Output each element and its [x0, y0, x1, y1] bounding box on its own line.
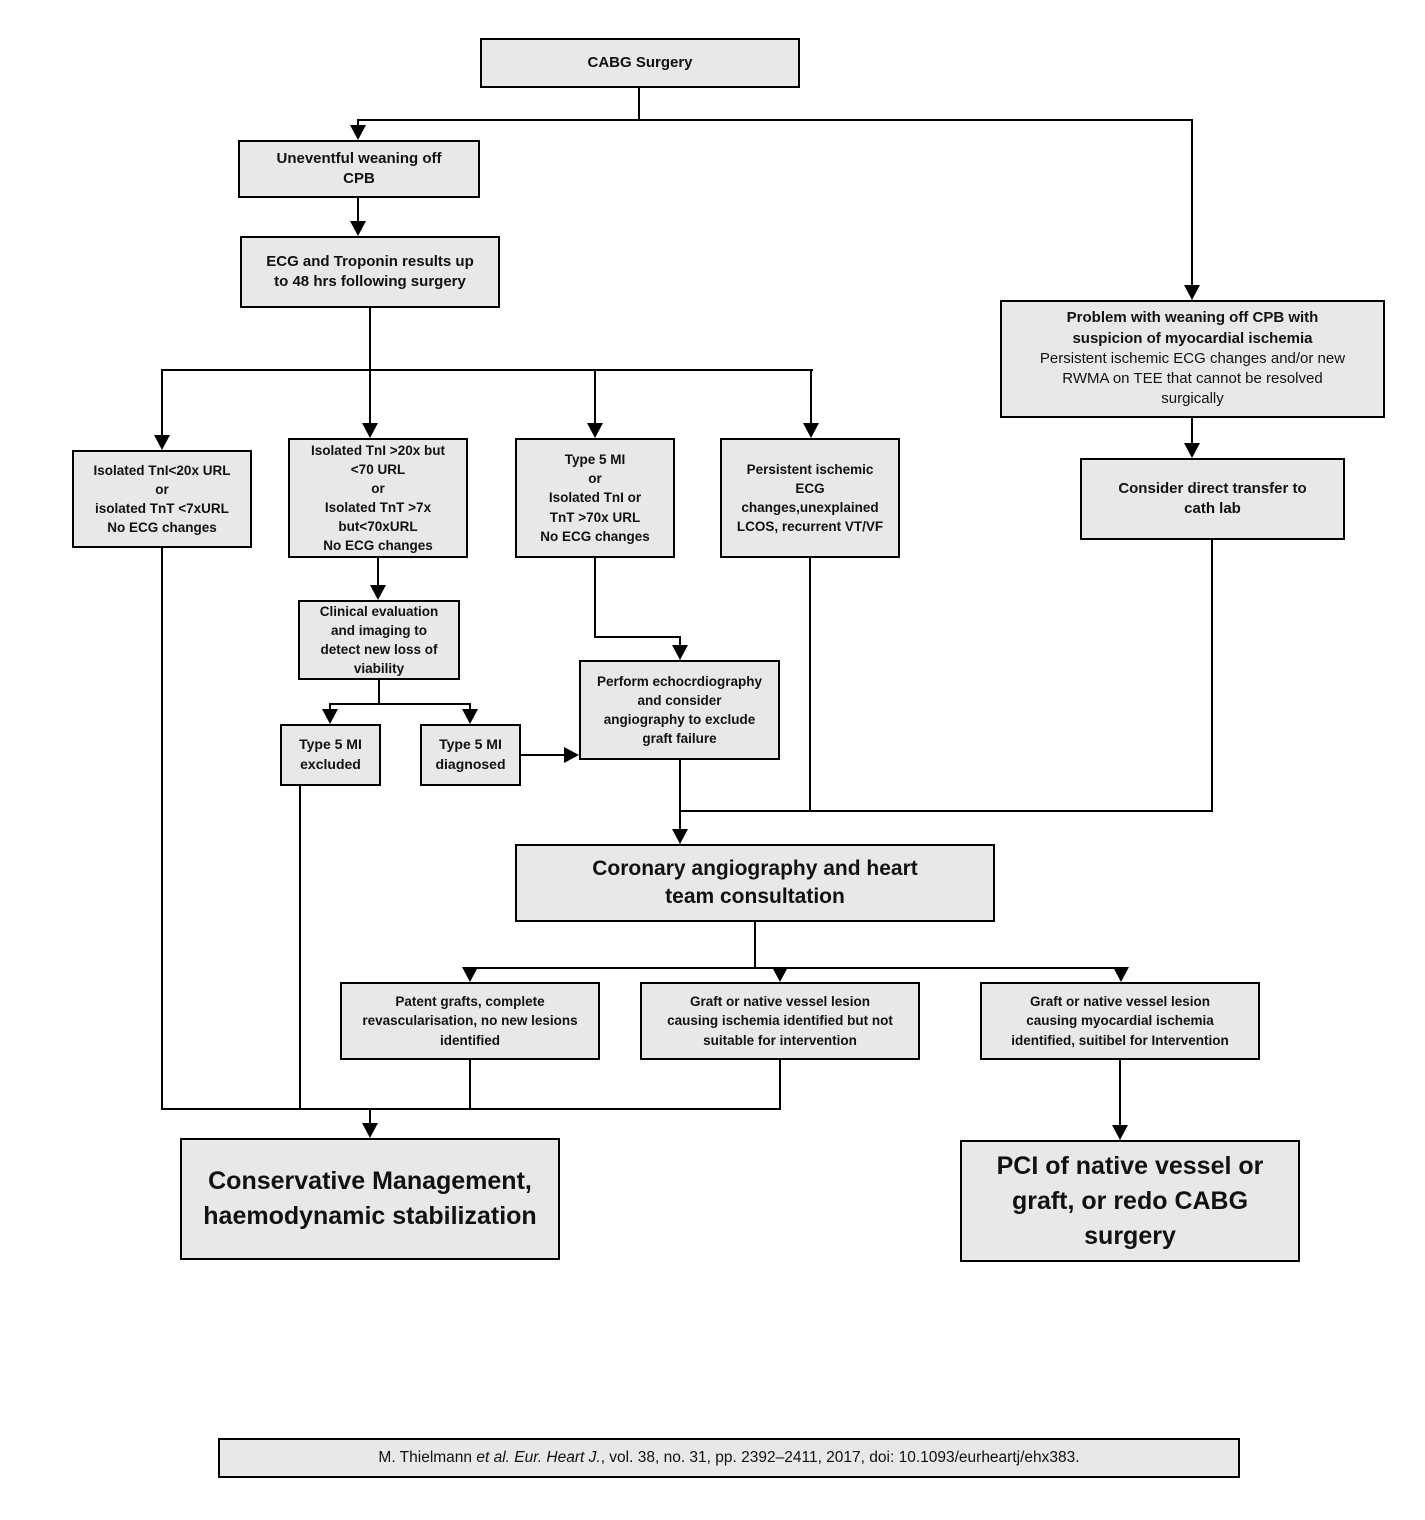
node-problem-weaning-cpb: Problem with weaning off CPB with suspic…	[1000, 300, 1385, 418]
arrowhead-uneventful	[350, 125, 366, 140]
arrowhead-persistent	[803, 423, 819, 438]
connector-cathlab-down	[1211, 540, 1213, 812]
connector-coronary-down	[754, 922, 756, 969]
arrowhead-suitable	[1113, 967, 1129, 982]
arrowhead-coronary	[672, 829, 688, 844]
node-pci-redo-cabg: PCI of native vessel or graft, or redo C…	[960, 1140, 1300, 1262]
connector-tnlow-long-down	[161, 548, 163, 1110]
connector-drop-diagnosed	[469, 703, 471, 711]
arrowhead-clinical	[370, 585, 386, 600]
arrowhead-cathlab	[1184, 443, 1200, 458]
arrowhead-tnmid	[362, 423, 378, 438]
connector-branch-rail	[161, 369, 813, 371]
node-perform-echocardiography: Perform echocrdiography and consider ang…	[579, 660, 780, 760]
connector-top-rail	[357, 119, 1193, 121]
connector-drop-problem	[1191, 119, 1193, 287]
connector-drop-uneventful	[357, 119, 359, 127]
citation-post: , vol. 38, no. 31, pp. 2392–2411, 2017, …	[600, 1449, 1080, 1466]
connector-drop-persistent	[810, 369, 812, 424]
connector-drop-tnhigh	[594, 369, 596, 424]
node-type5mi-excluded: Type 5 MI excluded	[280, 724, 381, 786]
connector-drop-tnmid	[369, 369, 371, 424]
connector-conservative-drop	[369, 1108, 371, 1124]
node-uneventful-weaning-cpb: Uneventful weaning off CPB	[238, 140, 480, 198]
connector-cabg-down	[638, 88, 640, 121]
connector-problem-down	[1191, 418, 1193, 445]
node-clinical-evaluation: Clinical evaluation and imaging to detec…	[298, 600, 460, 680]
arrowhead-pci	[1112, 1125, 1128, 1140]
connector-not-suitable-down	[779, 1060, 781, 1110]
arrowhead-diagnosed	[462, 709, 478, 724]
arrowhead-conservative	[362, 1123, 378, 1138]
node-coronary-angiography-heart-team: Coronary angiography and heart team cons…	[515, 844, 995, 922]
citation-bar: M. Thielmann et al. Eur. Heart J., vol. …	[218, 1438, 1240, 1478]
connector-suitable-down	[1119, 1060, 1121, 1125]
arrowhead-excluded	[322, 709, 338, 724]
connector-patent-down	[469, 1060, 471, 1110]
node-conservative-management: Conservative Management, haemodynamic st…	[180, 1138, 560, 1260]
node-lesion-suitable: Graft or native vessel lesion causing my…	[980, 982, 1260, 1060]
node-type5mi-or-tn-high: Type 5 MI or Isolated TnI or TnT >70x UR…	[515, 438, 675, 558]
arrowhead-echo-top	[672, 645, 688, 660]
connector-diagnosed-right	[521, 754, 565, 756]
connector-clinical-down	[378, 680, 380, 705]
node-patent-grafts: Patent grafts, complete revascularisatio…	[340, 982, 600, 1060]
arrowhead-tnhigh	[587, 423, 603, 438]
arrowhead-echo-left	[564, 747, 579, 763]
citation-italic: et al. Eur. Heart J.	[476, 1449, 601, 1466]
connector-drop-tnlow	[161, 369, 163, 436]
connector-bottom-rail	[161, 1108, 781, 1110]
node-cabg-surgery: CABG Surgery	[480, 38, 800, 88]
arrowhead-patent	[462, 967, 478, 982]
node-persistent-ischemic-ecg: Persistent ischemic ECG changes,unexplai…	[720, 438, 900, 558]
connector-echo-down	[679, 760, 681, 831]
arrowhead-problem	[1184, 285, 1200, 300]
arrowhead-ecg48	[350, 221, 366, 236]
connector-clinical-rail	[329, 703, 471, 705]
connector-tnhigh-elbow	[679, 636, 681, 647]
node-problem-title: Problem with weaning off CPB with suspic…	[1066, 309, 1319, 347]
connector-merge-rail	[679, 810, 1213, 812]
connector-outcome-rail	[469, 967, 1123, 969]
node-consider-cath-lab: Consider direct transfer to cath lab	[1080, 458, 1345, 540]
node-lesion-not-suitable: Graft or native vessel lesion causing is…	[640, 982, 920, 1060]
node-ecg-troponin-48h: ECG and Troponin results up to 48 hrs fo…	[240, 236, 500, 308]
connector-tnhigh-down	[594, 558, 596, 638]
node-problem-body: Persistent ischemic ECG changes and/or n…	[1039, 349, 1346, 408]
node-type5mi-diagnosed: Type 5 MI diagnosed	[420, 724, 521, 786]
connector-drop-excluded	[329, 703, 331, 711]
connector-tnmid-down	[377, 558, 379, 587]
node-isolated-tn-low: Isolated TnI<20x URL or isolated TnT <7x…	[72, 450, 252, 548]
arrowhead-not-suitable	[772, 967, 788, 982]
connector-tnhigh-right	[594, 636, 681, 638]
citation-pre: M. Thielmann	[378, 1449, 477, 1466]
connector-uneventful-down	[357, 198, 359, 223]
node-isolated-tn-mid: Isolated TnI >20x but <70 URL or Isolate…	[288, 438, 468, 558]
connector-ecg48-down	[369, 308, 371, 371]
connector-persistent-down	[809, 558, 811, 812]
arrowhead-tnlow	[154, 435, 170, 450]
connector-excluded-long-down	[299, 786, 301, 1110]
